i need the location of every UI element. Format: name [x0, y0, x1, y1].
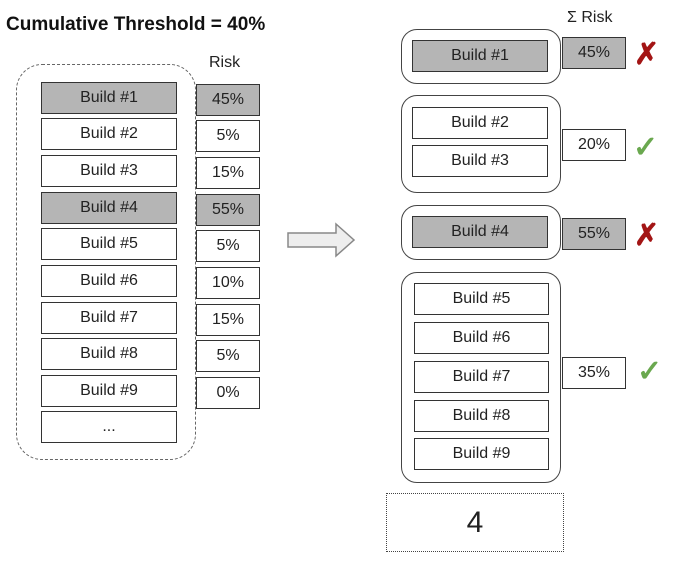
build-item-ellipsis: ...: [41, 411, 177, 443]
batch-build-item: Build #7: [414, 361, 549, 393]
build-item: Build #4: [41, 192, 177, 224]
risk-value: 10%: [196, 267, 260, 299]
build-item: Build #6: [41, 265, 177, 297]
batch-build-item: Build #9: [414, 438, 549, 470]
fail-x-icon: ✗: [634, 38, 660, 71]
risk-value: 55%: [196, 194, 260, 226]
risk-value: 15%: [196, 157, 260, 189]
build-item: Build #2: [41, 118, 177, 150]
pass-check-icon: ✓: [633, 131, 659, 164]
build-item: Build #8: [41, 338, 177, 370]
risk-value: 5%: [196, 120, 260, 152]
risk-value: 5%: [196, 340, 260, 372]
batch-build-item: Build #8: [414, 400, 549, 432]
batch-risk-sum: 20%: [562, 129, 626, 161]
risk-value: 0%: [196, 377, 260, 409]
build-item: Build #1: [41, 82, 177, 114]
batch-build-item: Build #6: [414, 322, 549, 354]
batch-build-item: Build #4: [412, 216, 548, 248]
pass-check-icon: ✓: [637, 355, 663, 388]
cumulative-risk-header: Σ Risk: [567, 9, 613, 26]
batch-build-item: Build #1: [412, 40, 548, 72]
risk-value: 5%: [196, 230, 260, 262]
diagram-title: Cumulative Threshold = 40%: [6, 14, 266, 35]
build-item: Build #3: [41, 155, 177, 187]
risk-value: 45%: [196, 84, 260, 116]
batch-risk-sum: 55%: [562, 218, 626, 250]
fail-x-icon: ✗: [634, 219, 660, 252]
build-item: Build #7: [41, 302, 177, 334]
risk-value: 15%: [196, 304, 260, 336]
right-arrow-icon: [287, 222, 356, 258]
build-item: Build #9: [41, 375, 177, 407]
build-item: Build #5: [41, 228, 177, 260]
group-count: 4: [386, 493, 564, 552]
batch-risk-sum: 45%: [562, 37, 626, 69]
risk-column-header: Risk: [209, 54, 241, 71]
batch-build-item: Build #2: [412, 107, 548, 139]
batch-build-item: Build #3: [412, 145, 548, 177]
batch-risk-sum: 35%: [562, 357, 626, 389]
build-queue-container: [16, 64, 196, 460]
batch-build-item: Build #5: [414, 283, 549, 315]
